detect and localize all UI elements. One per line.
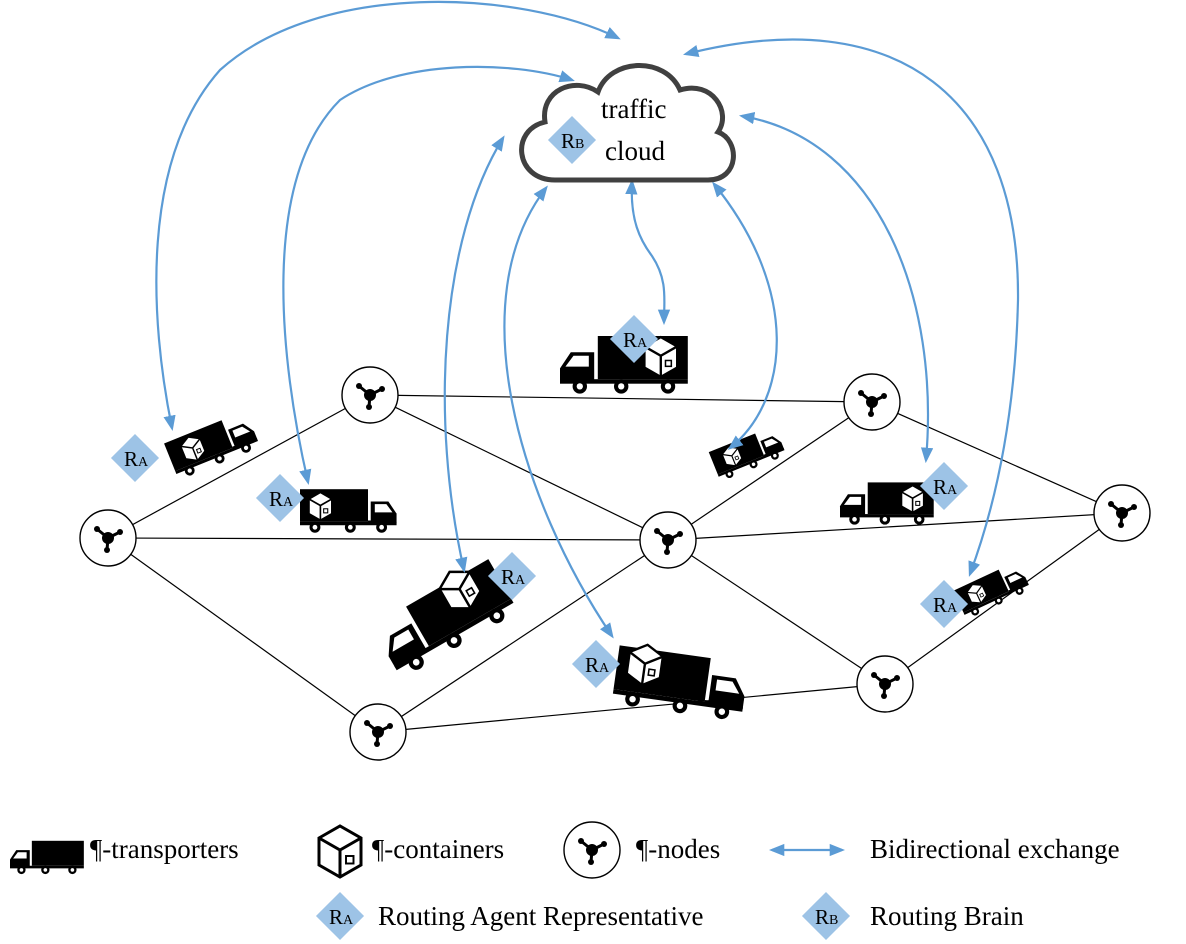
badge-letter: R bbox=[501, 565, 515, 589]
node-top-right bbox=[843, 373, 901, 431]
container-box-icon bbox=[317, 824, 363, 879]
legend-agent-label: Routing Agent Representative bbox=[378, 901, 703, 931]
transporter-7 bbox=[611, 641, 750, 722]
agent-badge-2: R A bbox=[255, 473, 305, 523]
arrow-a5 bbox=[625, 178, 671, 326]
legend-transporters: ¶-transporters bbox=[10, 834, 239, 875]
agent-badge-7: R A bbox=[919, 579, 969, 629]
badge-sub: B bbox=[829, 913, 838, 928]
agent-badge-3: R A bbox=[609, 314, 659, 364]
legend-containers-label: ¶-containers bbox=[372, 834, 504, 864]
truck-icon bbox=[164, 410, 261, 481]
badge-sub: A bbox=[138, 455, 149, 470]
container-box-icon bbox=[900, 484, 925, 514]
badge-letter: R bbox=[933, 593, 947, 617]
legend-brain: R B Routing Brain bbox=[801, 891, 1024, 941]
node-left bbox=[79, 509, 137, 567]
legend-nodes: ¶-nodes bbox=[563, 821, 720, 879]
arrow-a4 bbox=[503, 185, 614, 639]
node-center bbox=[639, 511, 697, 569]
legend-brain-label: Routing Brain bbox=[870, 901, 1024, 931]
traffic-cloud: traffic cloud R B bbox=[519, 63, 736, 183]
badge-letter: R bbox=[329, 905, 343, 929]
node-top-left bbox=[341, 366, 399, 424]
arrow-a1 bbox=[155, 0, 621, 432]
badge-sub: A bbox=[637, 336, 648, 351]
exchange-arrows bbox=[155, 0, 1020, 639]
node-bottom-right bbox=[856, 655, 914, 713]
transporter-4 bbox=[708, 425, 787, 482]
badge-letter: R bbox=[815, 905, 829, 929]
legend-containers: ¶-containers bbox=[317, 824, 504, 879]
truck-icon bbox=[953, 560, 1032, 620]
legend-agent: R A Routing Agent Representative bbox=[315, 891, 703, 941]
badge-letter: R bbox=[561, 129, 575, 153]
truck-icon bbox=[10, 840, 84, 875]
agent-badge-6: R A bbox=[571, 639, 621, 689]
badge-sub: A bbox=[343, 913, 354, 928]
badge-sub: B bbox=[575, 137, 584, 152]
legend-exchange: Bidirectional exchange bbox=[768, 834, 1120, 864]
badge-letter: R bbox=[269, 487, 283, 511]
badge-letter: R bbox=[933, 475, 947, 499]
badge-letter: R bbox=[623, 328, 637, 352]
arrow-a2 bbox=[282, 65, 575, 486]
badge-sub: A bbox=[283, 495, 294, 510]
node-right bbox=[1093, 484, 1151, 542]
arrow-a6 bbox=[712, 181, 778, 450]
brain-badge: R B bbox=[547, 115, 597, 165]
badge-sub: A bbox=[947, 601, 958, 616]
badge-letter: R bbox=[124, 447, 138, 471]
node-bottom-left bbox=[349, 703, 407, 761]
badge-sub: A bbox=[947, 483, 958, 498]
transporter-1 bbox=[164, 410, 261, 481]
container-box-icon bbox=[308, 491, 333, 522]
transporter-2 bbox=[300, 489, 397, 533]
legend-exchange-label: Bidirectional exchange bbox=[870, 834, 1120, 864]
transporter-5 bbox=[840, 482, 934, 525]
legend-nodes-label: ¶-nodes bbox=[636, 834, 720, 864]
truck-icon bbox=[708, 425, 787, 482]
badge-letter: R bbox=[585, 653, 599, 677]
arrow-a8 bbox=[683, 38, 1020, 577]
legend: ¶-transporters ¶-containers ¶-nodes Bidi… bbox=[10, 821, 1120, 941]
legend-transporters-label: ¶-transporters bbox=[90, 834, 239, 864]
cloud-title-line1: traffic bbox=[601, 94, 666, 124]
badge-sub: A bbox=[515, 573, 526, 588]
agent-badge-1: R A bbox=[110, 433, 160, 483]
arrow-a3 bbox=[443, 135, 505, 574]
cloud-title-line2: cloud bbox=[605, 136, 665, 166]
transporter-8 bbox=[953, 560, 1032, 620]
badge-sub: A bbox=[599, 661, 610, 676]
